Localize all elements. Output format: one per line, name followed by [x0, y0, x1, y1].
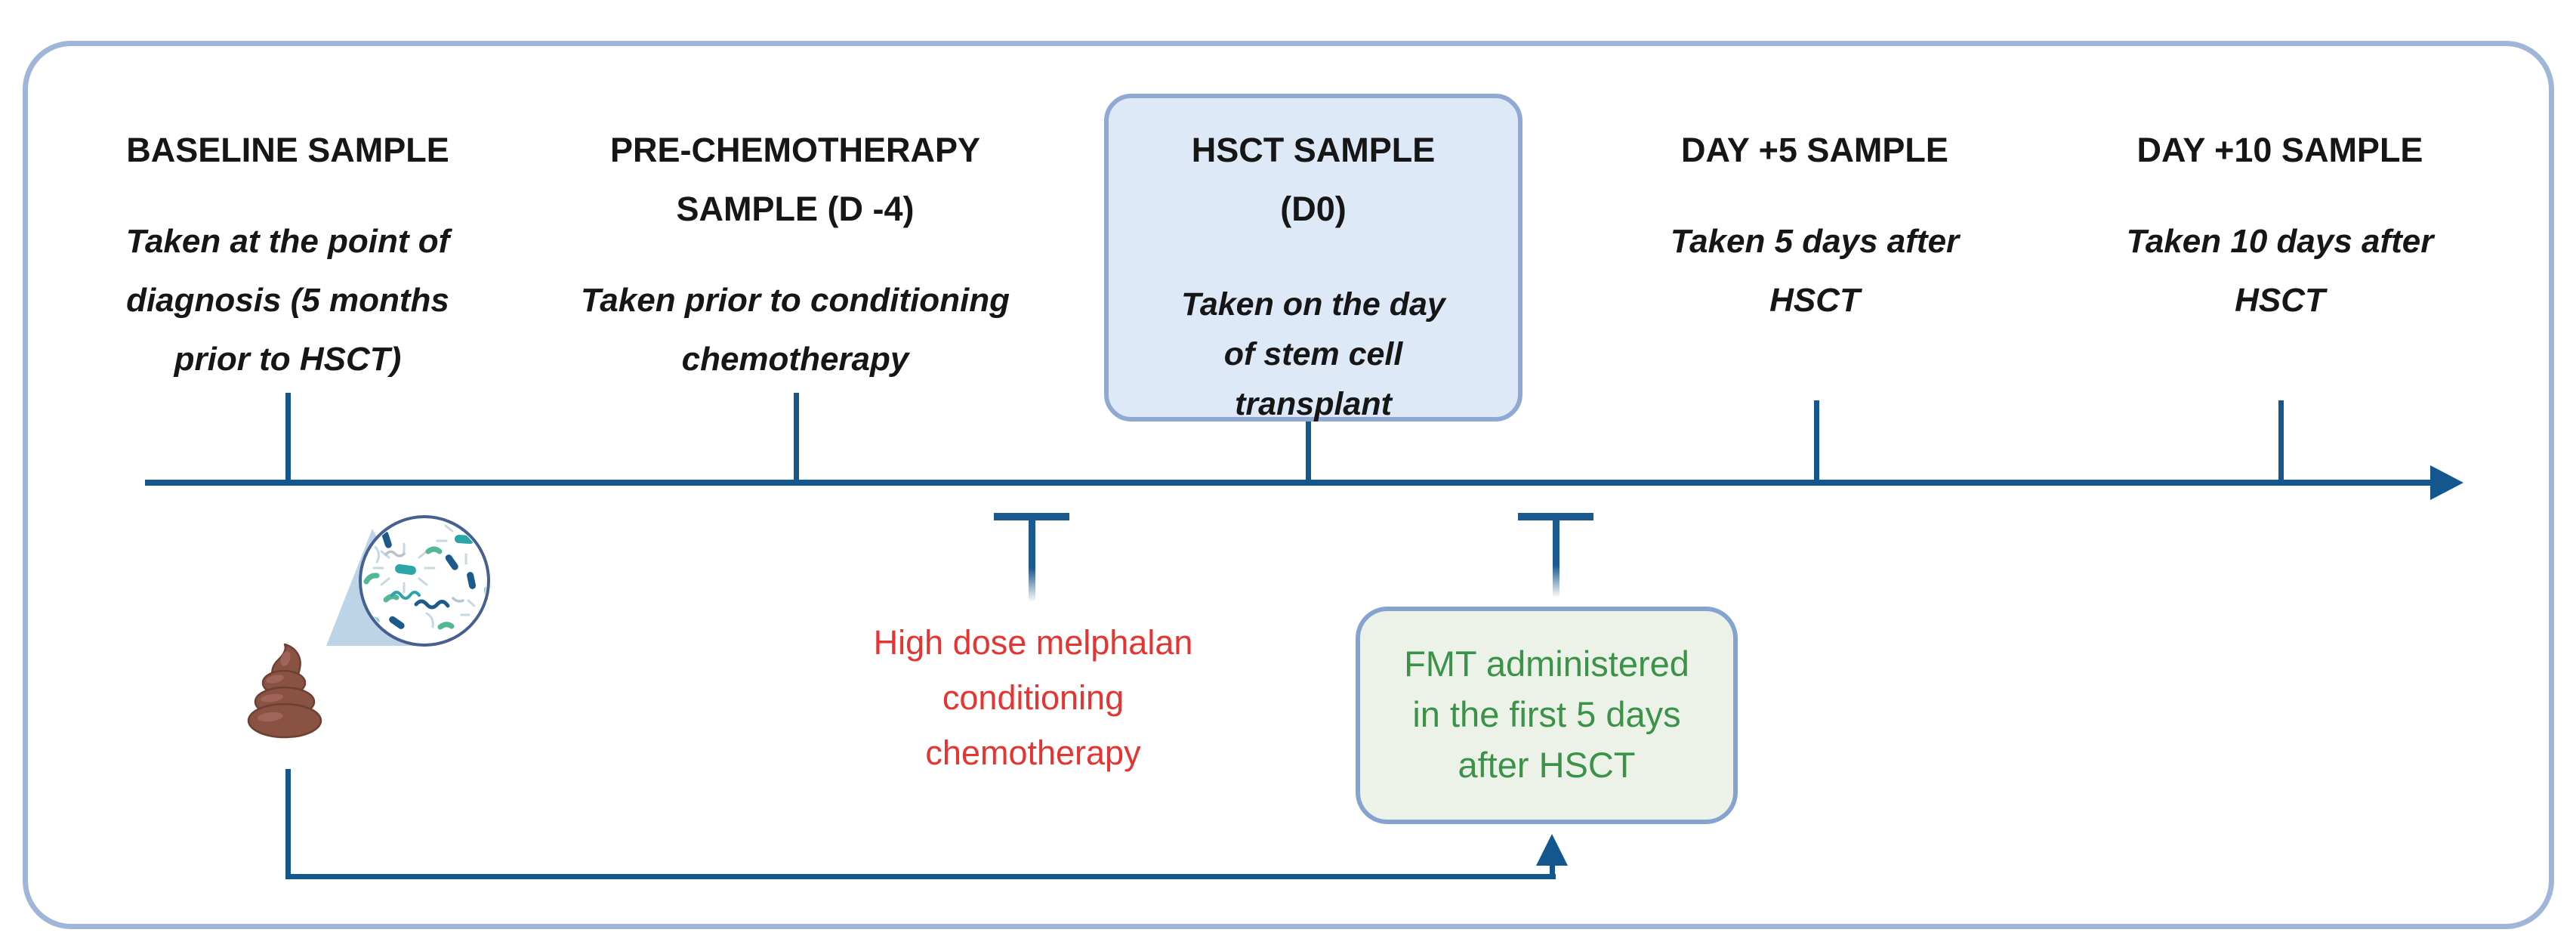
feedback-arrow-vertical-left	[285, 769, 291, 879]
feedback-arrowhead-icon	[1536, 834, 1568, 866]
tick-baseline	[285, 393, 291, 483]
chemo-line: High dose melphalan	[873, 623, 1193, 662]
tick-pre-chemotherapy	[794, 393, 799, 483]
title-line: DAY +5 SAMPLE	[1681, 131, 1948, 169]
event-pre-chemotherapy: PRE-CHEMOTHERAPY SAMPLE (D -4) Taken pri…	[557, 121, 1033, 389]
chemo-annotation: High dose melphalan conditioning chemoth…	[805, 615, 1261, 780]
title-line: HSCT SAMPLE	[1191, 131, 1436, 169]
fmt-line: after HSCT	[1458, 745, 1636, 785]
fmt-line: in the first 5 days	[1412, 694, 1681, 734]
event-title: PRE-CHEMOTHERAPY SAMPLE (D -4)	[557, 121, 1033, 239]
event-hsct-sample-box: HSCT SAMPLE (D0) Taken on the day of ste…	[1104, 94, 1522, 422]
fmt-annotation-box: FMT administered in the first 5 days aft…	[1356, 607, 1738, 824]
desc-line: Taken 10 days after	[2126, 223, 2434, 260]
event-title: BASELINE SAMPLE	[54, 121, 522, 180]
feedback-arrow-horizontal	[285, 874, 1556, 879]
title-line: BASELINE SAMPLE	[126, 131, 449, 169]
fmt-t-marker-stem	[1553, 513, 1559, 598]
desc-line: Taken at the point of	[125, 223, 450, 260]
tick-day-plus-10	[2278, 400, 2284, 483]
tick-day-plus-5	[1814, 400, 1819, 483]
tick-hsct	[1306, 422, 1311, 483]
desc-line: prior to HSCT)	[174, 341, 402, 378]
event-day-plus-5: DAY +5 SAMPLE Taken 5 days after HSCT	[1584, 121, 2045, 330]
event-description: Taken on the day of stem cell transplant	[1109, 279, 1518, 429]
chemo-line: conditioning	[942, 678, 1124, 717]
event-description: Taken at the point of diagnosis (5 month…	[54, 212, 522, 389]
desc-line: Taken prior to conditioning	[581, 282, 1010, 319]
desc-line: Taken on the day	[1181, 286, 1445, 323]
title-line: DAY +10 SAMPLE	[2136, 131, 2423, 169]
chemo-t-marker-stem	[1029, 513, 1035, 602]
event-description: Taken 10 days after HSCT	[2049, 212, 2511, 330]
title-line: PRE-CHEMOTHERAPY	[609, 131, 981, 169]
stool-icon	[247, 643, 322, 739]
desc-line: HSCT	[1769, 282, 1860, 319]
event-title: HSCT SAMPLE (D0)	[1109, 121, 1518, 239]
desc-line: transplant	[1235, 386, 1392, 422]
event-day-plus-10: DAY +10 SAMPLE Taken 10 days after HSCT	[2049, 121, 2511, 330]
timeline-axis	[145, 480, 2433, 486]
desc-line: diagnosis (5 months	[126, 282, 449, 319]
title-line: (D0)	[1280, 190, 1347, 228]
microbiome-magnifier-icon	[326, 515, 490, 647]
title-line: SAMPLE (D -4)	[676, 190, 915, 228]
event-description: Taken prior to conditioning chemotherapy	[557, 271, 1033, 389]
desc-line: chemotherapy	[681, 341, 909, 378]
event-title: DAY +10 SAMPLE	[2049, 121, 2511, 180]
desc-line: Taken 5 days after	[1670, 223, 1960, 260]
event-description: Taken 5 days after HSCT	[1584, 212, 2045, 330]
chemo-line: chemotherapy	[925, 733, 1141, 772]
fmt-line: FMT administered	[1404, 644, 1689, 684]
event-baseline: BASELINE SAMPLE Taken at the point of di…	[54, 121, 522, 389]
event-title: DAY +5 SAMPLE	[1584, 121, 2045, 180]
timeline-arrowhead-icon	[2430, 465, 2463, 500]
desc-line: of stem cell	[1223, 336, 1403, 372]
desc-line: HSCT	[2235, 282, 2325, 319]
